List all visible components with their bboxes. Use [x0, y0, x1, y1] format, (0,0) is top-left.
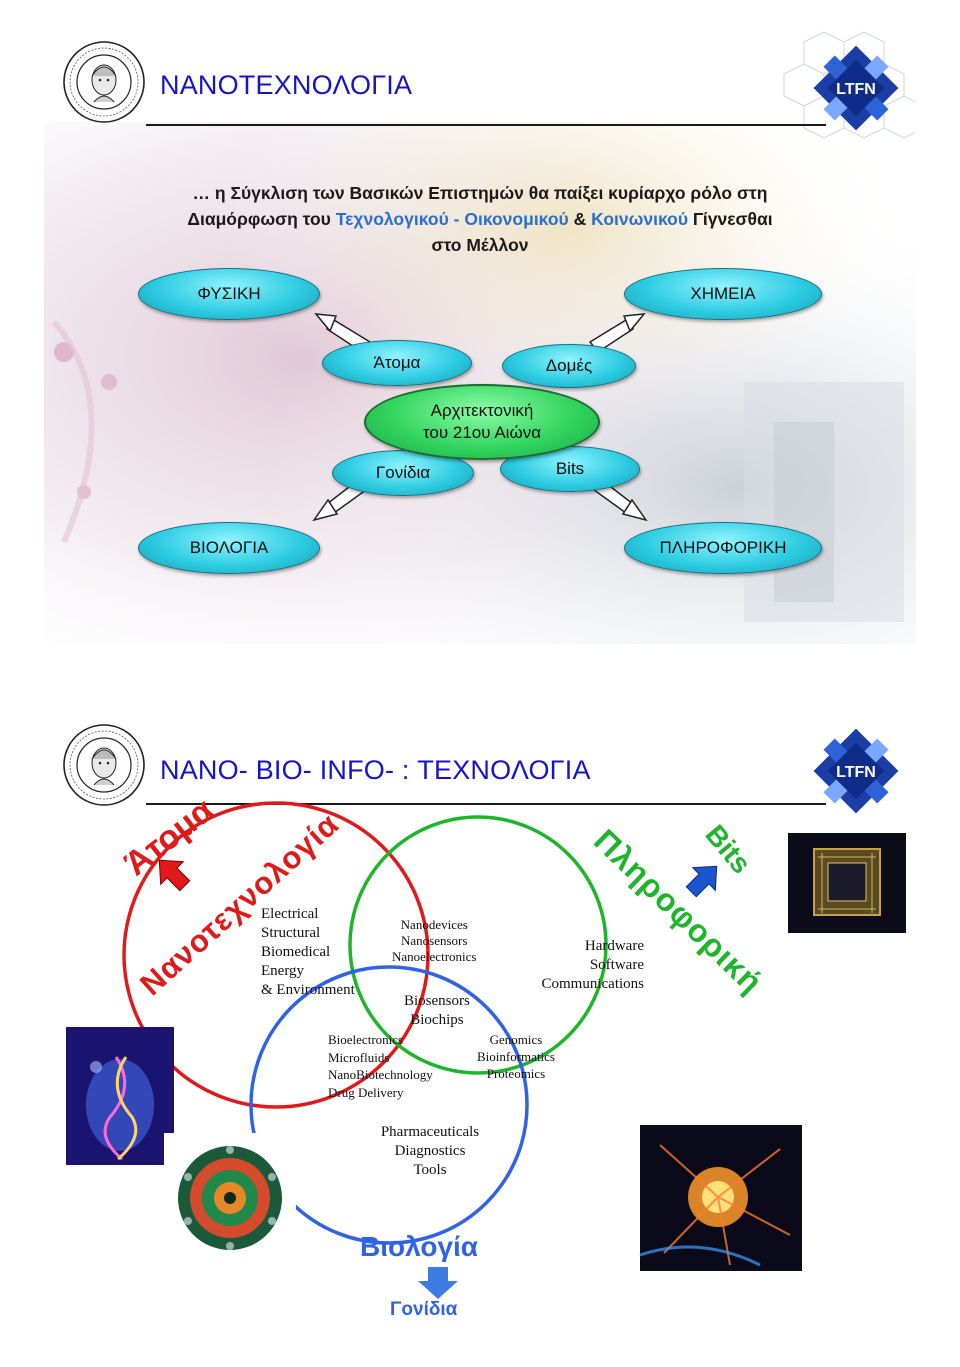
nano-info-item: Nanosensors: [401, 933, 468, 948]
info-item: Software: [589, 957, 644, 973]
nano-bio-item: Microfluids: [328, 1049, 390, 1065]
atoms-up-arrow-icon: [158, 859, 191, 892]
center-architecture: Αρχιτεκτονική του 21ου Αιώνα: [364, 384, 600, 460]
slide-nano-bio-info: NANO- BIO- INFO- : ΤΕΧΝΟΛΟΓΙΑ LTFN: [44, 705, 916, 1327]
center-line-1: Αρχιτεκτονική: [430, 401, 534, 420]
info-item: Hardware: [584, 938, 644, 954]
bio-item: Tools: [413, 1162, 447, 1178]
nano-item: Energy: [261, 963, 305, 979]
venn-diagram: Άτομα Νανοτεχνολογία Πληροφορική Bits: [66, 791, 906, 1299]
nano-bio-item: Bioelectronics: [328, 1032, 404, 1047]
biology-label: Βιολογία: [360, 1231, 479, 1262]
university-seal-logo: [63, 41, 145, 123]
field-physics: ΦΥΣΙΚΗ: [138, 268, 320, 320]
nano-info-items: Nanodevices Nanosensors Nanoelectronics: [392, 917, 476, 965]
info-items: Hardware Software Communications: [520, 937, 645, 994]
informatics-circle: [348, 815, 608, 1075]
unit-atoms: Άτομα: [322, 340, 472, 386]
intro-line-1: … η Σύγκλιση των Βασικών Επιστημών θα πα…: [192, 183, 768, 203]
genes-label: Γονίδια: [390, 1299, 458, 1320]
info-item: Communications: [541, 976, 645, 992]
title-rule: [146, 803, 826, 805]
intro-line-2: Διαμόρφωση του Τεχνολογικού - Οικονομικο…: [187, 209, 773, 229]
bio-item: Pharmaceuticals: [380, 1124, 480, 1140]
bio-items: Pharmaceuticals Diagnostics Tools: [360, 1123, 500, 1180]
slide-nanotechnology: ΝΑΝΟΤΕΧΝΟΛΟΓΙΑ LTFN … η Σύγκλιση των Βασ…: [44, 22, 916, 644]
title-rule: [146, 124, 826, 126]
unit-structures: Δομές: [502, 344, 636, 388]
university-seal-logo: [63, 724, 145, 806]
nano-item: Electrical: [261, 906, 319, 922]
biology-circle: [249, 965, 529, 1245]
intro-text: … η Σύγκλιση των Βασικών Επιστημών θα πα…: [44, 180, 916, 258]
center-line-2: του 21ου Αιώνα: [422, 423, 542, 442]
genes-down-arrow-icon: [418, 1267, 458, 1299]
field-biology: ΒΙΟΛΟΓΙΑ: [138, 522, 320, 574]
center-item: Biosensors: [404, 993, 470, 1009]
nano-item: & Environment: [261, 982, 355, 998]
nano-info-item: Nanodevices: [400, 917, 468, 932]
nano-bio-item: Drug Delivery: [328, 1084, 404, 1100]
bio-info-items: Genomics Bioinformatics Proteomics: [464, 1031, 568, 1082]
ltfn-logo: LTFN: [813, 45, 899, 131]
bio-info-item: Proteomics: [486, 1066, 546, 1081]
bio-info-item: Bioinformatics: [477, 1049, 555, 1064]
nano-info-item: Nanoelectronics: [392, 949, 477, 964]
dna-hand-image: [66, 1027, 174, 1165]
ltfn-logo-text: LTFN: [836, 81, 876, 98]
spiral-image: [164, 1133, 296, 1263]
intro-line-3: στο Μέλλον: [431, 235, 529, 255]
nano-item: Biomedical: [261, 944, 331, 960]
slide-title: ΝΑΝΟΤΕΧΝΟΛΟΓΙΑ: [160, 70, 413, 100]
center-item: Biochips: [410, 1012, 464, 1028]
field-informatics: ΠΛΗΡΟΦΟΡΙΚΗ: [624, 522, 822, 574]
neuron-image: [639, 1125, 802, 1271]
field-chemistry: ΧΗΜΕΙΑ: [624, 268, 822, 320]
nano-items: Electrical Structural Biomedical Energy …: [261, 905, 355, 1000]
bio-info-item: Genomics: [489, 1032, 543, 1047]
nano-bio-item: NanoBiotechnology: [328, 1067, 433, 1082]
bio-item: Diagnostics: [394, 1143, 466, 1159]
background-collage: [44, 31, 916, 644]
nano-item: Structural: [261, 925, 321, 941]
bits-up-arrow-icon: [685, 865, 718, 898]
center-items: Biosensors Biochips: [404, 992, 470, 1030]
nanotech-circle: [122, 801, 430, 1109]
ltfn-logo: LTFN: [813, 728, 899, 814]
chip-image: [788, 833, 906, 933]
ltfn-logo-text: LTFN: [836, 764, 876, 781]
nano-bio-items: Bioelectronics Microfluids NanoBiotechno…: [328, 1031, 433, 1101]
slide-title: NANO- BIO- INFO- : ΤΕΧΝΟΛΟΓΙΑ: [160, 755, 591, 785]
